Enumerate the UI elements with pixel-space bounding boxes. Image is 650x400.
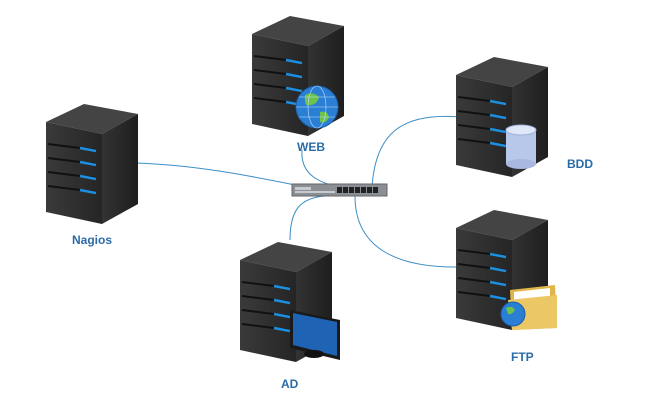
server-nagios[interactable] [46, 104, 140, 224]
label-ftp: FTP [511, 350, 534, 364]
database-icon [505, 124, 537, 169]
globe-icon [295, 85, 339, 129]
label-web: WEB [297, 140, 325, 154]
label-nagios: Nagios [72, 233, 113, 247]
link-nagios [134, 162, 301, 187]
link-web [301, 149, 346, 189]
label-ad: AD [281, 377, 299, 391]
server-ad[interactable] [240, 242, 340, 362]
globe-icon [500, 301, 526, 327]
label-bdd: BDD [567, 157, 593, 171]
link-ftp [354, 195, 461, 268]
server-bdd[interactable] [456, 57, 550, 177]
link-bdd [371, 115, 461, 189]
server-ftp[interactable] [456, 210, 557, 330]
monitor-icon [290, 310, 340, 360]
network-switch[interactable] [291, 183, 388, 197]
link-ad [289, 195, 326, 241]
links [134, 115, 461, 268]
server-web[interactable] [252, 16, 346, 136]
